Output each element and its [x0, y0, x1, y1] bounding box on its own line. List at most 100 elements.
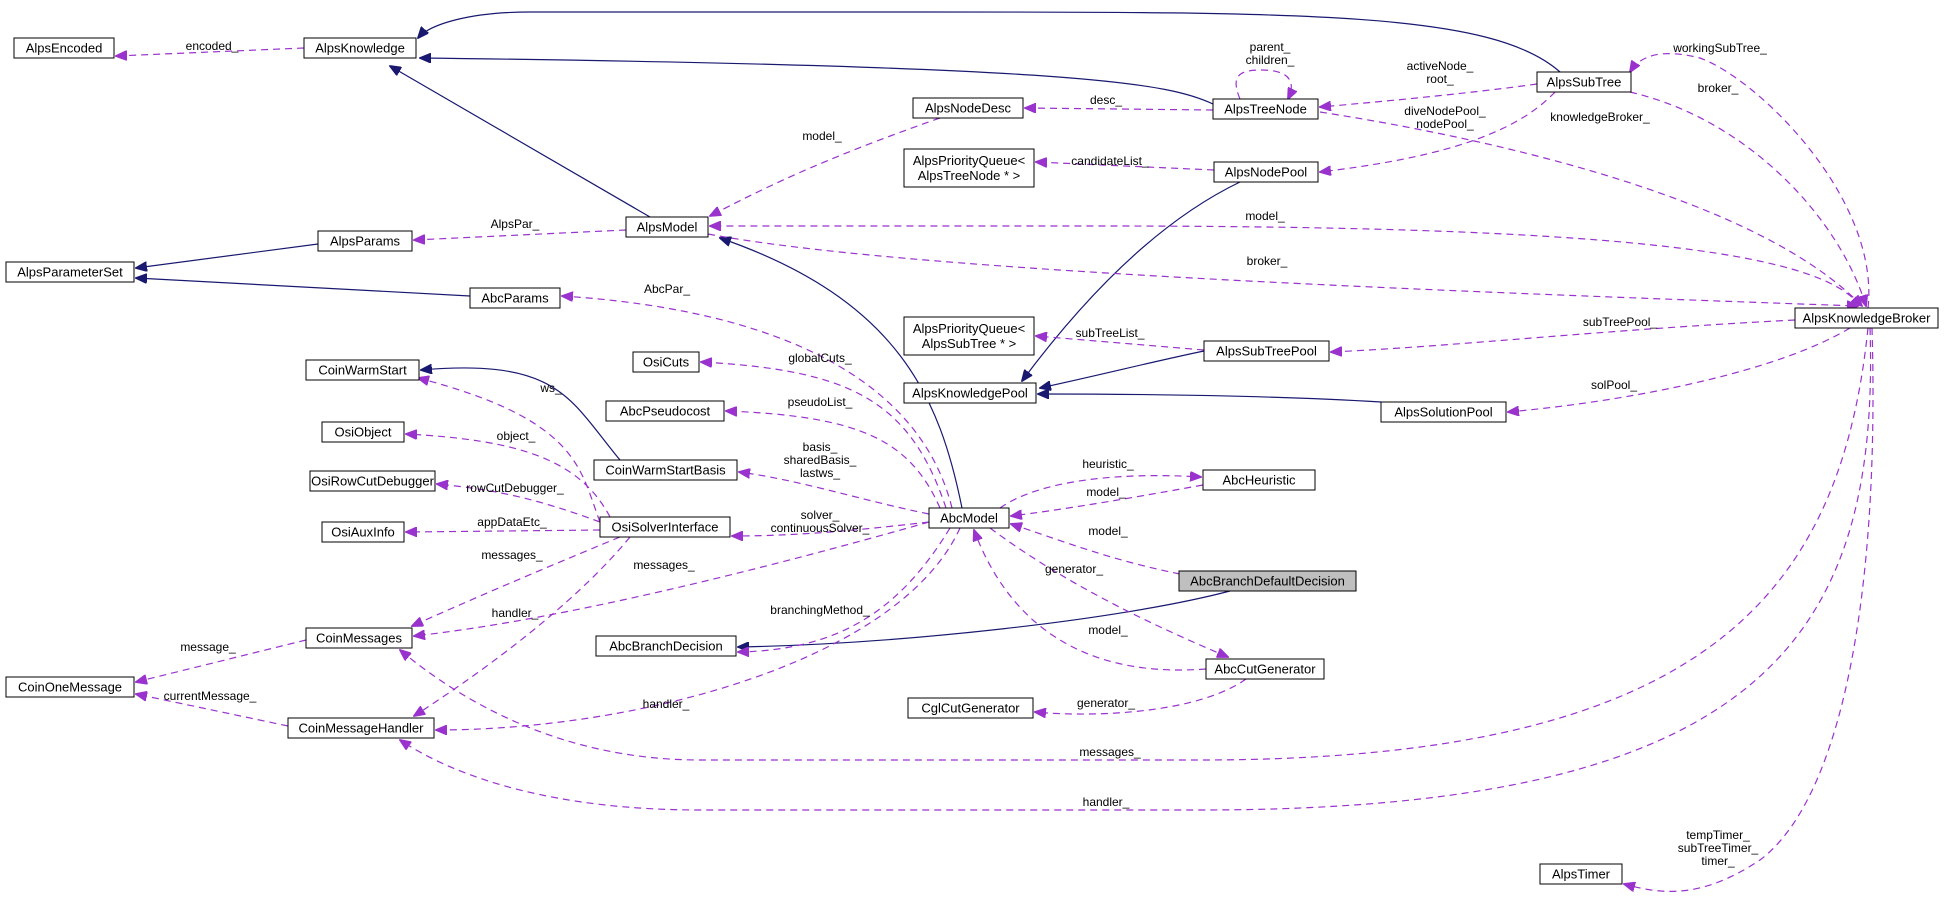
node-osi-row-cut-debugger[interactable]: OsiRowCutDebugger	[309, 470, 436, 492]
node-abc-branch-default-decision[interactable]: AbcBranchDefaultDecision	[1178, 570, 1357, 592]
inherit-alpsmodel-alpsknowledge	[390, 66, 651, 218]
node-label: CoinWarmStart	[318, 363, 407, 378]
use-abcmodel-coinwarmstartbasis	[739, 472, 930, 515]
node-alps-node-pool[interactable]: AlpsNodePool	[1213, 161, 1319, 183]
use-alpssubtree-alpsnodepool-path	[1320, 91, 1556, 172]
label-workingsubtree: workingSubTree_	[1672, 41, 1767, 55]
node-alps-model[interactable]: AlpsModel	[625, 216, 709, 238]
use-alpsmodel-alpsknowledgebroker-path	[707, 233, 1858, 306]
label-message: message_	[180, 640, 236, 654]
node-osi-solver-interface[interactable]: OsiSolverInterface	[599, 516, 731, 538]
node-box	[1213, 161, 1319, 183]
label-basis-line-1: basis_	[803, 440, 838, 454]
label-divenodepool-nodepool-line-1: diveNodePool_	[1404, 104, 1486, 118]
node-alps-knowledge[interactable]: AlpsKnowledge	[303, 37, 417, 59]
node-osi-cuts[interactable]: OsiCuts	[632, 351, 700, 373]
label-subtreelist: subTreeList_	[1076, 326, 1145, 340]
label-subtreepool: subTreePool_	[1583, 315, 1658, 329]
node-abc-branch-decision[interactable]: AbcBranchDecision	[595, 635, 737, 657]
use-alpssubtree-alpstreenode	[1320, 83, 1538, 107]
label-object: object_	[497, 429, 536, 443]
node-box	[13, 37, 115, 59]
use-osisolverinterface-coinmessagehandler-path	[414, 536, 631, 716]
node-box	[903, 316, 1035, 356]
node-alps-sub-tree-pool[interactable]: AlpsSubTreePool	[1203, 340, 1330, 362]
node-box	[317, 230, 413, 252]
use-alpssubtreepool-alpspriorityqueue-path	[1036, 336, 1205, 351]
node-label: AbcCutGenerator	[1214, 662, 1316, 677]
node-box	[632, 351, 700, 373]
node-abc-pseudocost[interactable]: AbcPseudocost	[605, 400, 725, 422]
use-alpsknowledgebroker-alpstimer-path	[1624, 327, 1874, 892]
node-alps-timer[interactable]: AlpsTimer	[1539, 863, 1623, 885]
label-messages-solver: messages_	[481, 548, 543, 562]
use-coinmessagehandler-coinonemessage	[136, 694, 289, 727]
use-abcmodel-osicuts	[701, 362, 947, 509]
node-alps-tree-node[interactable]: AlpsTreeNode	[1212, 98, 1319, 120]
node-coin-warm-start-basis[interactable]: CoinWarmStartBasis	[593, 459, 738, 481]
node-abc-cut-generator[interactable]: AbcCutGenerator	[1205, 658, 1325, 680]
inherit-alpsnodepool-alpsknowledgepool	[1022, 181, 1241, 381]
node-box	[907, 697, 1034, 719]
use-abcmodel-coinmessages-path	[414, 521, 930, 636]
use-osisolverinterface-osiauxinfo	[406, 530, 601, 532]
node-label: OsiRowCutDebugger	[311, 474, 435, 489]
label-handler-solver: handler_	[492, 606, 539, 620]
node-osi-aux-info[interactable]: OsiAuxInfo	[321, 521, 405, 543]
inherit-abcmodel-alpsmodel-path	[720, 238, 963, 509]
label-solver-line-2: continuousSolver_	[771, 521, 870, 535]
node-label: CoinWarmStartBasis	[605, 463, 726, 478]
label-knowledgebroker: knowledgeBroker_	[1550, 110, 1650, 124]
node-box	[912, 97, 1024, 119]
use-alpsknowledgebroker-alpsmodel	[710, 226, 1861, 307]
node-coin-message-handler[interactable]: CoinMessageHandler	[287, 717, 435, 739]
label-messages-broker: messages_	[1079, 745, 1141, 759]
node-box	[605, 400, 725, 422]
node-coin-warm-start[interactable]: CoinWarmStart	[305, 359, 420, 381]
node-cgl-cut-generator[interactable]: CglCutGenerator	[907, 697, 1034, 719]
node-alps-params[interactable]: AlpsParams	[317, 230, 413, 252]
use-abcmodel-osisolverinterface	[732, 521, 930, 536]
label-model-cut: model_	[1088, 623, 1128, 637]
node-abc-params[interactable]: AbcParams	[469, 287, 561, 309]
node-label: OsiSolverInterface	[612, 520, 719, 535]
node-box	[593, 459, 738, 481]
node-alps-solution-pool[interactable]: AlpsSolutionPool	[1380, 401, 1507, 423]
label-handler-model: handler_	[643, 697, 690, 711]
node-label: OsiAuxInfo	[331, 525, 395, 540]
node-abc-model[interactable]: AbcModel	[928, 507, 1010, 529]
label-desc: desc_	[1090, 93, 1122, 107]
node-alps-sub-tree[interactable]: AlpsSubTree	[1536, 71, 1632, 93]
use-osisolverinterface-coinwarmstart-path	[418, 378, 601, 523]
node-alps-parameter-set[interactable]: AlpsParameterSet	[5, 261, 135, 283]
node-box	[903, 148, 1035, 188]
use-alpstreenode-alpsnodedesc	[1025, 108, 1214, 110]
node-alps-knowledge-pool[interactable]: AlpsKnowledgePool	[903, 382, 1037, 404]
node-alps-knowledge-broker[interactable]: AlpsKnowledgeBroker	[1794, 307, 1939, 329]
use-abcheuristic-abcmodel-path	[1011, 484, 1204, 516]
node-coin-one-message[interactable]: CoinOneMessage	[5, 676, 135, 698]
label-generator-cgl: generator_	[1077, 696, 1135, 710]
label-basis-line-3: lastws_	[800, 466, 840, 480]
node-osi-object[interactable]: OsiObject	[321, 421, 405, 443]
use-alpsmodel-alpsknowledgebroker	[707, 233, 1858, 306]
use-osisolverinterface-osirowcutdebugger-path	[437, 484, 601, 523]
node-box	[309, 470, 436, 492]
use-osisolverinterface-coinmessagehandler	[414, 536, 631, 716]
label-model-heuristic: model_	[1086, 485, 1126, 499]
node-abc-heuristic[interactable]: AbcHeuristic	[1202, 469, 1316, 491]
inherit-alpssolutionpool-alpsknowledgepool-path	[1038, 394, 1382, 403]
node-alps-node-desc[interactable]: AlpsNodeDesc	[912, 97, 1024, 119]
label-messages-model: messages_	[633, 558, 695, 572]
node-box	[321, 421, 405, 443]
use-osisolverinterface-osiauxinfo-path	[406, 530, 601, 532]
node-alps-priority-queue-tree-node[interactable]: AlpsPriorityQueue<AlpsTreeNode * >	[903, 148, 1035, 188]
use-abcmodel-abcbranchdecision	[738, 527, 951, 652]
node-coin-messages[interactable]: CoinMessages	[305, 627, 413, 649]
use-alpsknowledgebroker-alpstimer	[1624, 327, 1874, 892]
node-alps-priority-queue-sub-tree[interactable]: AlpsPriorityQueue<AlpsSubTree * >	[903, 316, 1035, 356]
label-currentmessage: currentMessage_	[164, 689, 257, 703]
use-alpssubtree-alpstreenode-path	[1320, 83, 1538, 107]
label-pseudolist: pseudoList_	[788, 395, 853, 409]
node-alps-encoded[interactable]: AlpsEncoded	[13, 37, 115, 59]
